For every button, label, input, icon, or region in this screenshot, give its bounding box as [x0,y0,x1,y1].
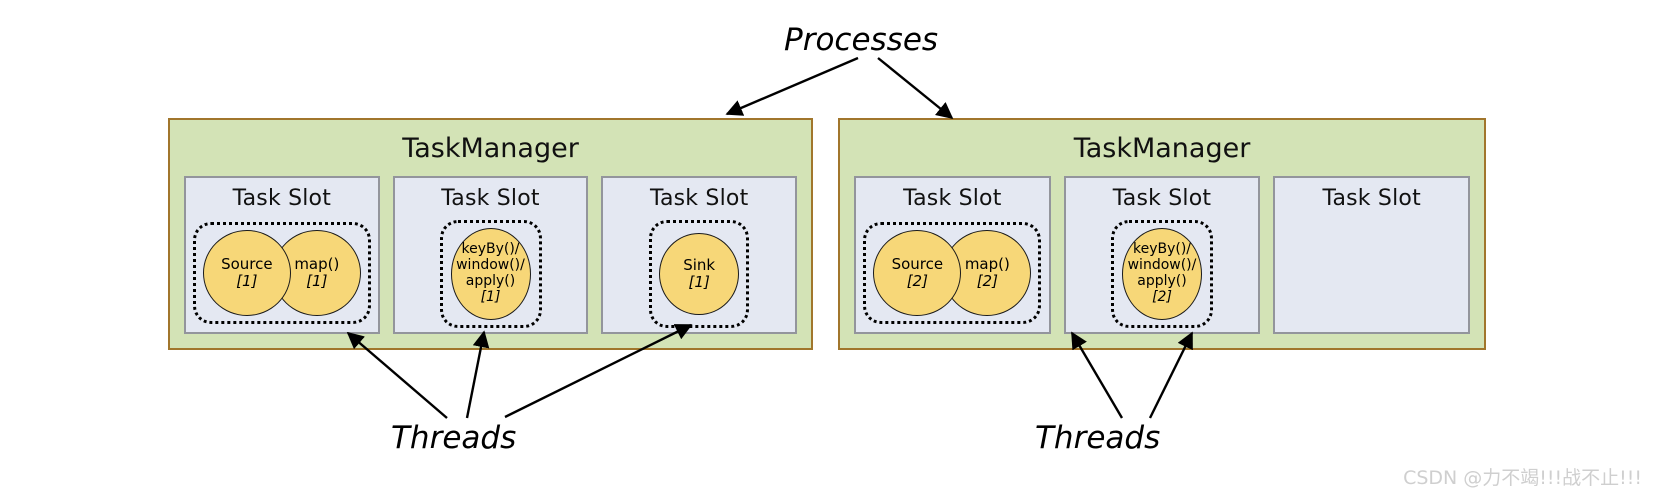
operator-name-line3: apply() [465,273,516,289]
task-slot-1-1-title: Task Slot [232,186,332,211]
taskmanager-1-slot-row: Task Slot Source [1] map() [1] [184,176,798,334]
taskmanager-2-title: TaskManager [1073,133,1251,164]
thread-box-1-2: keyBy()/ window()/ apply() [1] [439,220,542,328]
taskmanager-2-slot-row: Task Slot Source [2] map() [2] [854,176,1471,334]
operator-name-line1: keyBy()/ [461,241,520,258]
operator-bubble-sink-1[interactable]: Sink [1] [659,233,740,315]
watermark: CSDN @力不竭!!!战不止!!! [1403,467,1642,489]
task-slot-1-2[interactable]: Task Slot keyBy()/ window()/ apply() [1] [392,176,589,334]
task-slot-1-2-title: Task Slot [441,186,540,211]
task-slot-2-1[interactable]: Task Slot Source [2] map() [2] [854,176,1051,334]
thread-box-2-2: keyBy()/ window()/ apply() [2] [1111,220,1213,328]
operator-index: [1] [480,288,501,305]
operator-pair-2-1: Source [2] map() [2] [873,230,1032,316]
operator-name-line2: window()/ [1127,257,1197,274]
taskmanager-2: TaskManager Task Slot Source [2] map() [… [838,118,1486,350]
task-slot-1-3[interactable]: Task Slot Sink [1] [601,176,798,334]
operator-index: [1] [688,273,710,291]
operator-name-line1: keyBy()/ [1132,241,1192,258]
operator-pair-1-1: Source [1] map() [1] [202,230,361,316]
operator-name: map() [964,255,1010,274]
task-slot-2-2[interactable]: Task Slot keyBy()/ window()/ apply() [2] [1063,176,1261,334]
operator-bubble-keyby-2[interactable]: keyBy()/ window()/ apply() [2] [1122,228,1202,320]
task-slot-1-1[interactable]: Task Slot Source [1] map() [1] [184,176,380,334]
taskmanager-1: TaskManager Task Slot Source [1] map() [… [168,118,813,350]
operator-index: [2] [1152,288,1172,305]
task-slot-2-1-title: Task Slot [903,186,1002,211]
operator-bubble-map-2[interactable]: map() [2] [943,230,1032,316]
operator-name-line3: apply() [1137,273,1187,289]
operator-bubble-source-1[interactable]: Source [1] [202,230,291,316]
operator-index: [1] [306,272,328,290]
threads-label-left: Threads [391,420,517,456]
operator-name-line2: window()/ [456,257,525,274]
threads-label-right: Threads [1035,420,1161,456]
operator-name: Source [221,255,273,274]
taskmanager-1-title: TaskManager [402,133,579,164]
task-slot-1-3-title: Task Slot [649,186,749,211]
thread-box-2-1: Source [2] map() [2] [863,222,1042,324]
arrow-processes-left [725,56,859,116]
operator-index: [1] [236,272,258,290]
operator-index: [2] [906,272,928,290]
operator-index: [2] [976,272,998,290]
processes-label: Processes [784,22,939,58]
arrow-processes-right [877,57,954,120]
thread-box-1-3: Sink [1] [649,220,750,328]
task-slot-2-3-title: Task Slot [1322,186,1421,211]
task-slot-2-2-title: Task Slot [1112,186,1212,211]
operator-bubble-keyby-1[interactable]: keyBy()/ window()/ apply() [1] [450,228,531,320]
operator-name: map() [294,255,340,274]
task-slot-2-3[interactable]: Task Slot [1273,176,1471,334]
operator-name: Sink [683,256,716,275]
thread-box-1-1: Source [1] map() [1] [192,222,371,324]
operator-name: Source [891,255,944,274]
operator-bubble-source-2[interactable]: Source [2] [873,230,962,316]
